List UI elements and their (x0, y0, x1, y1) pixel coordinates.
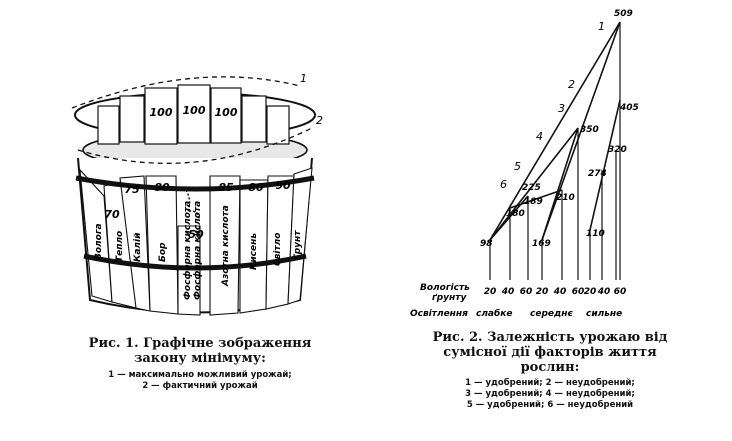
line-4 (541, 127, 579, 241)
point-value-350: 350 (580, 125, 599, 135)
light-level-medium: середнє (530, 309, 573, 319)
point-value-110: 110 (586, 229, 605, 239)
callout-2: 2 (316, 114, 323, 127)
back-value-1: 100 (150, 106, 173, 119)
point-value-274: 274 (588, 169, 607, 179)
line-6 (509, 189, 563, 209)
point-value-169: 169 (532, 239, 551, 249)
front-value-80: 80 (154, 181, 170, 194)
vertical-bars (489, 22, 621, 280)
callout-1: 1 (300, 72, 307, 85)
figure-2-legend: 1 — удобрений; 2 — неудобрений; 3 — удоб… (420, 378, 680, 411)
tick-7: 20 (584, 287, 597, 297)
stave-label-oxygen: Кисень (249, 233, 259, 270)
stave-label-phosphoric-2: Фосфорна кислота (193, 201, 203, 300)
back-value-2: 100 (183, 104, 206, 117)
figure-1-legend-line1: 1 — максимально можливий урожай; (108, 370, 292, 380)
back-value-3: 100 (215, 106, 238, 119)
barrel-drawing: 100 100 100 1 2 75 80 85 80 (71, 72, 323, 316)
figure-1-caption-line1: Рис. 1. Графічне зображення (88, 336, 312, 351)
stave-label-potassium: Калій (132, 232, 143, 262)
back-stave-6 (97, 105, 120, 145)
line-number-1: 1 (598, 20, 605, 33)
figure-1-barrel: 100 100 100 1 2 75 80 85 80 (71, 72, 323, 392)
tick-3: 60 (520, 287, 533, 297)
figure-1-legend: 1 — максимально можливий урожай; 2 — фак… (85, 370, 315, 392)
figure-2-factors: 1 2 3 4 5 6 509 405 350 320 274 225 210 … (380, 0, 732, 441)
factor-lines (489, 21, 621, 241)
point-value-225: 225 (522, 183, 541, 193)
point-value-98: 98 (480, 239, 493, 249)
tick-2: 40 (501, 287, 515, 297)
stave-label-light: Світло (272, 233, 283, 266)
tick-5: 40 (553, 287, 567, 297)
point-value-320: 320 (608, 145, 627, 155)
tick-1: 20 (484, 287, 497, 297)
water-spill (185, 189, 201, 221)
figure-2-legend-line1: 1 — удобрений; 2 — неудобрений; (465, 378, 635, 388)
back-stave-7 (266, 105, 290, 145)
front-stave-5 (177, 225, 201, 316)
point-value-509: 509 (614, 9, 633, 19)
line-number-4: 4 (536, 130, 543, 143)
point-values: 509 405 350 320 274 225 210 189 180 169 … (480, 9, 639, 249)
stave-label-heat: Тепло (115, 231, 125, 262)
line-number-3: 3 (558, 102, 565, 115)
tick-4: 20 (536, 287, 549, 297)
hoop-bottom (83, 253, 307, 271)
low-value-50: 50 (188, 228, 204, 241)
tick-8: 40 (597, 287, 611, 297)
figure-1-caption: Рис. 1. Графічне зображення закону мінім… (85, 336, 315, 366)
back-stave-2 (177, 84, 211, 144)
stave-label-boron: Бор (158, 242, 168, 262)
figure-1-caption-line2: закону мінімуму: (134, 351, 266, 366)
front-value-90: 90 (275, 179, 291, 192)
back-stave-3 (210, 87, 242, 144)
point-value-210: 210 (556, 193, 575, 203)
line-number-5: 5 (514, 160, 521, 173)
line-2 (541, 21, 621, 241)
light-level-weak: слабке (476, 308, 513, 319)
axis-label-moisture: Вологість (420, 282, 470, 293)
line-number-6: 6 (500, 178, 507, 191)
stave-label-nitric: Азотна кислота (221, 205, 231, 287)
line-3 (489, 127, 579, 241)
figure-1-legend-line2: 2 — фактичний урожай (142, 381, 258, 391)
stave-label-soil: Грунт (293, 230, 303, 260)
front-value-85: 85 (218, 181, 234, 194)
tick-9: 60 (614, 287, 627, 297)
line-7 (589, 99, 621, 231)
line-number-2: 2 (568, 78, 575, 91)
figure-2-caption-line1: Рис. 2. Залежність урожаю від (432, 330, 668, 345)
axis-label-light: Освітлення (410, 308, 468, 319)
front-value-75: 75 (124, 183, 140, 196)
figure-2-caption-line2: сумісної дії факторів життя (443, 345, 657, 360)
light-level-strong: сильне (586, 309, 622, 319)
axis-label-soil: ґрунту (432, 293, 467, 303)
figure-2-legend-line3: 5 — удобрений; 6 — неудобрений (466, 400, 634, 410)
figure-2-caption: Рис. 2. Залежність урожаю від сумісної д… (420, 330, 680, 375)
stave-label-moisture: Волога (94, 223, 104, 260)
front-value-80b: 80 (248, 181, 264, 194)
dashed-line-actual-yield (77, 127, 313, 164)
back-stave-4 (119, 95, 145, 143)
back-stave-1 (144, 87, 178, 145)
figure-2-caption-line3: рослин: (520, 360, 580, 375)
left-value-70: 70 (104, 208, 120, 221)
stave-label-phosphoric-1: Фосфорна кислота (183, 201, 193, 300)
tick-6: 60 (572, 287, 585, 297)
point-value-189: 189 (524, 197, 543, 207)
line-1 (489, 21, 621, 241)
back-stave-5 (241, 95, 267, 143)
point-value-405: 405 (619, 103, 639, 113)
hoop-top (75, 175, 315, 192)
figure-2-legend-line2: 3 — удобрений; 4 — неудобрений; (465, 389, 635, 399)
factors-diagram: 1 2 3 4 5 6 509 405 350 320 274 225 210 … (410, 9, 639, 319)
x-axis: Вологість ґрунту 20 40 60 20 40 60 20 40… (410, 282, 626, 319)
back-staves (97, 84, 290, 145)
point-value-180: 180 (506, 209, 525, 219)
